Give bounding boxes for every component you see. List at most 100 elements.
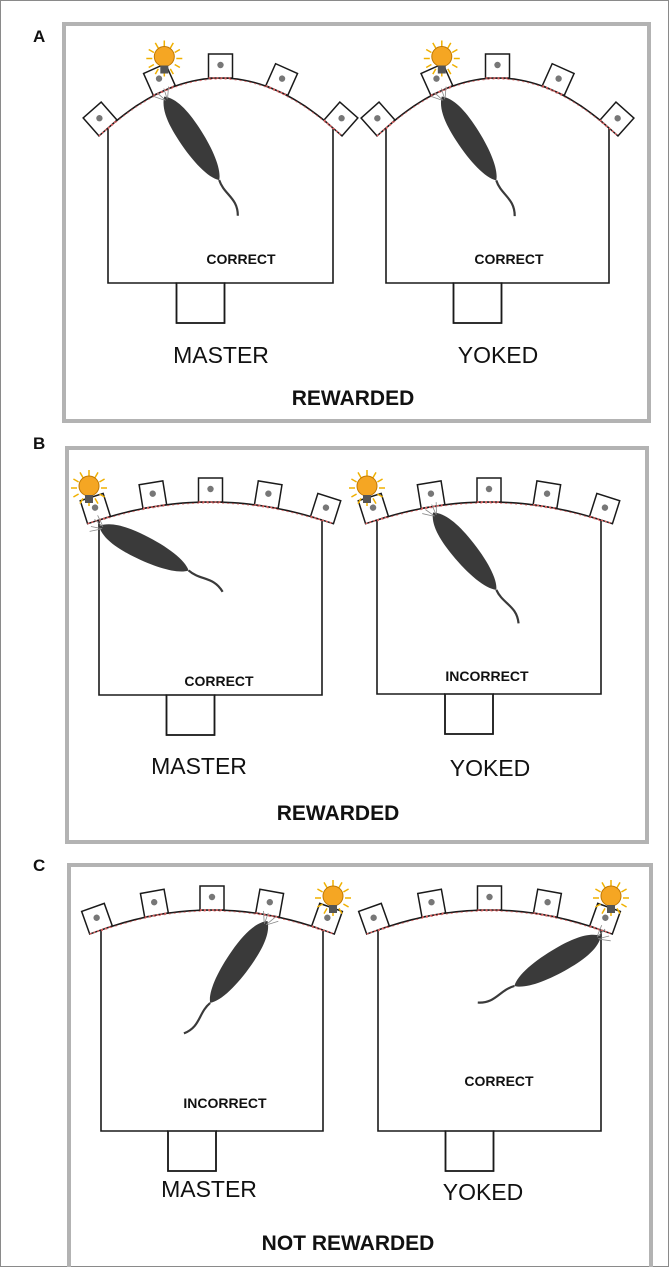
light-ray — [99, 478, 105, 483]
chamber-a-yoked — [360, 40, 635, 324]
role-label: MASTER — [151, 753, 247, 779]
rat-tail — [183, 1002, 211, 1035]
port-hole — [338, 115, 345, 122]
nose-poke-port-icon — [420, 62, 454, 97]
light-ray — [317, 903, 323, 908]
whisker — [89, 528, 101, 532]
nose-poke-port-icon — [197, 477, 224, 503]
nose-poke-port-icon — [264, 62, 299, 97]
whisker — [94, 519, 104, 528]
whisker — [163, 88, 168, 100]
light-ray — [79, 498, 84, 504]
whisker — [425, 509, 435, 517]
port-hole — [369, 504, 377, 511]
light-ray — [174, 48, 181, 54]
light-ray — [338, 908, 343, 914]
port-hole — [374, 115, 381, 122]
port-hole — [96, 115, 103, 122]
chamber-c-yoked — [357, 880, 629, 1172]
rat-body — [163, 96, 220, 181]
port-hole — [555, 75, 562, 82]
rat-tail — [495, 589, 520, 624]
light-bulb-icon — [146, 40, 183, 77]
nose-poke-port-icon — [532, 888, 563, 918]
verdict-label: REWARDED — [277, 802, 400, 825]
nose-poke-port-icon — [541, 62, 576, 97]
whisker — [597, 925, 603, 936]
whisker — [599, 938, 611, 942]
nose-poke-port-icon — [416, 888, 447, 918]
port-hole — [428, 899, 435, 906]
nose-poke-port-icon — [588, 492, 621, 525]
bulb-glass — [322, 885, 344, 907]
whisker — [422, 513, 434, 517]
nose-poke-port-icon — [254, 888, 285, 918]
light-ray — [357, 472, 362, 478]
port-hole — [207, 485, 214, 493]
panel-letter-b: B — [33, 434, 46, 453]
whisker — [97, 515, 103, 526]
role-label: YOKED — [458, 342, 539, 368]
nose-poke-port-icon — [416, 480, 446, 510]
nose-poke-port-icon — [476, 477, 502, 503]
light-ray — [154, 42, 159, 49]
rat-icon — [477, 925, 611, 1004]
light-ray — [425, 48, 432, 54]
bulb-glass — [153, 46, 175, 67]
light-ray — [73, 493, 79, 498]
whisker — [435, 502, 437, 514]
bulb-glass — [78, 475, 100, 497]
rat-tail — [495, 179, 516, 217]
port-hole — [266, 899, 274, 906]
outcome-label: CORRECT — [474, 251, 544, 267]
port-hole — [614, 115, 621, 122]
nose-poke-port-icon — [309, 492, 342, 525]
verdict-label: NOT REWARDED — [262, 1232, 435, 1255]
rat-body — [514, 934, 601, 987]
light-bulb-icon — [71, 470, 107, 506]
port-hole — [433, 75, 440, 82]
nose-poke-port-icon — [139, 888, 170, 918]
port-line — [377, 910, 602, 932]
port-hole — [485, 485, 493, 493]
whisker — [263, 910, 265, 923]
nose-poke-port-icon — [80, 902, 114, 935]
nose-poke-port-icon — [310, 902, 344, 935]
light-ray — [351, 493, 357, 498]
chamber-b-yoked — [349, 470, 621, 735]
rat-icon — [183, 910, 279, 1035]
whisker — [440, 88, 446, 100]
bulb-base — [607, 905, 615, 913]
nose-poke-port-icon — [360, 101, 397, 138]
light-ray — [425, 63, 432, 69]
outcome-label: CORRECT — [206, 251, 276, 267]
rat-body — [441, 96, 497, 181]
whisker — [90, 526, 103, 530]
light-ray — [447, 68, 452, 75]
light-ray — [338, 882, 343, 888]
whisker — [431, 504, 437, 516]
panel-c-diagram: INCORRECT CORRECT MASTER YOKED NOT REWAR… — [80, 880, 629, 1255]
light-ray — [601, 882, 606, 888]
port-hole — [217, 61, 224, 69]
whisker — [265, 917, 276, 926]
whisker — [153, 96, 165, 101]
rat-body — [432, 512, 497, 590]
food-magazine — [444, 1130, 495, 1172]
nose-poke-port-icon — [357, 902, 391, 935]
whisker — [597, 935, 610, 940]
bulb-base — [329, 905, 337, 913]
outcome-label: CORRECT — [464, 1073, 534, 1089]
rat-icon — [422, 502, 520, 624]
panel-frame-c — [67, 863, 653, 1267]
rat-tail — [187, 569, 224, 593]
port-hole — [543, 490, 551, 497]
nose-poke-port-icon — [207, 53, 234, 79]
port-hole — [601, 504, 609, 511]
light-bulb-icon — [349, 470, 385, 506]
panel-letter-c: C — [33, 856, 46, 875]
nose-poke-port-icon — [253, 480, 283, 510]
port-hole — [91, 504, 99, 511]
light-ray — [154, 68, 159, 75]
light-ray — [148, 63, 155, 69]
